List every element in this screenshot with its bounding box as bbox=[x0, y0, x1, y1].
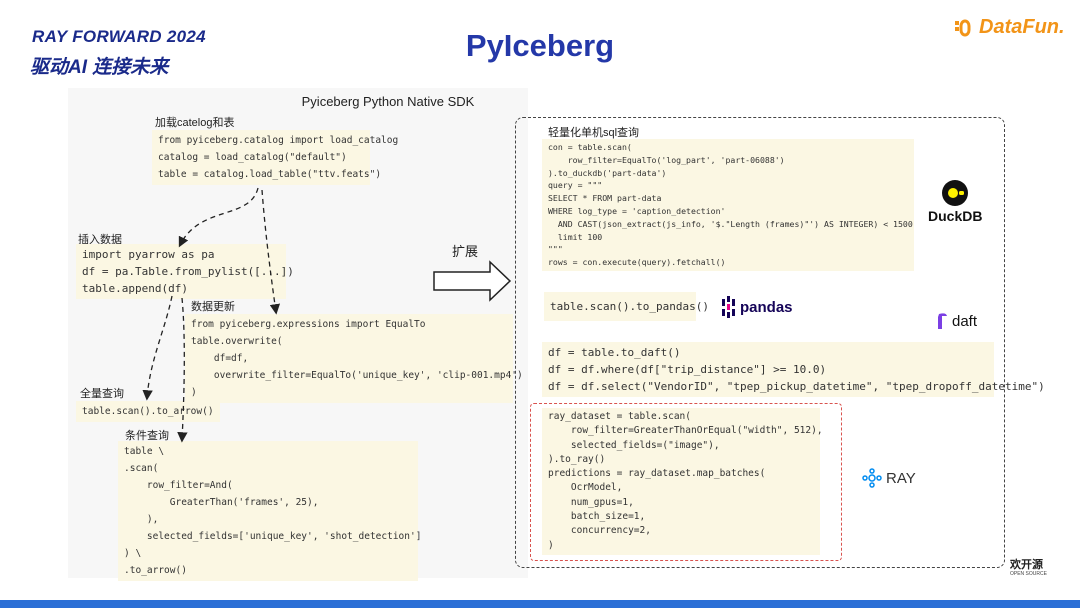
bottom-bar bbox=[0, 600, 1080, 608]
load-catalog-code: from pyiceberg.catalog import load_catal… bbox=[152, 130, 398, 185]
update-data-code: from pyiceberg.expressions import EqualT… bbox=[185, 314, 523, 403]
arrow-to-update bbox=[261, 189, 281, 315]
pandas-brand: pandas bbox=[722, 296, 793, 318]
load-catalog-label: 加载catelog和表 bbox=[155, 117, 235, 129]
full-scan-label: 全量查询 bbox=[80, 388, 124, 400]
daft-brand: daft bbox=[936, 312, 977, 330]
ray-icon bbox=[862, 468, 882, 488]
ray-highlight-box bbox=[530, 403, 842, 561]
pandas-icon bbox=[722, 296, 735, 318]
daft-code: df = table.to_daft() df = df.where(df["t… bbox=[542, 342, 1045, 397]
logo-text: DataFun. bbox=[979, 16, 1065, 38]
duckdb-code: con = table.scan( row_filter=EqualTo('lo… bbox=[542, 139, 914, 271]
page-title: PyIceberg bbox=[465, 28, 615, 63]
ray-label: RAY bbox=[886, 469, 916, 487]
update-data-label: 数据更新 bbox=[191, 301, 235, 313]
sql-query-label: 轻量化单机sql查询 bbox=[548, 127, 640, 139]
pandas-label: pandas bbox=[740, 298, 793, 316]
daft-icon bbox=[938, 313, 947, 329]
daft-label: daft bbox=[952, 312, 978, 330]
duckdb-label: DuckDB bbox=[928, 208, 983, 224]
duckdb-brand: DuckDB bbox=[928, 180, 982, 224]
arrow-to-fullscan bbox=[142, 295, 173, 401]
cond-scan-label: 条件查询 bbox=[125, 430, 169, 442]
event-subtitle: 驱动AI 连接未来 bbox=[30, 57, 169, 78]
corner-text: 欢开源 bbox=[1010, 559, 1043, 571]
datafun-logo-icon bbox=[955, 19, 971, 36]
integration-box bbox=[515, 117, 1005, 568]
event-title: RAY FORWARD 2024 bbox=[32, 27, 206, 46]
ray-brand: RAY bbox=[862, 468, 916, 488]
extend-label: 扩展 bbox=[452, 244, 479, 259]
cond-scan-code: table \ .scan( row_filter=And( GreaterTh… bbox=[118, 441, 421, 581]
insert-data-code: import pyarrow as pa df = pa.Table.from_… bbox=[76, 244, 294, 299]
arrow-to-insert bbox=[178, 187, 259, 248]
corner-subtext: OPEN SOURCE bbox=[1010, 571, 1047, 577]
pandas-code: table.scan().to_pandas() bbox=[544, 292, 709, 321]
datafun-logo: DataFun. bbox=[955, 16, 1065, 39]
sdk-title: Pyiceberg Python Native SDK bbox=[301, 94, 475, 109]
duckdb-icon bbox=[942, 180, 969, 206]
arrow-to-condscan bbox=[177, 297, 188, 443]
ray-code: ray_dataset = table.scan( row_filter=Gre… bbox=[542, 408, 823, 555]
insert-data-label: 插入数据 bbox=[78, 234, 122, 246]
extend-arrow bbox=[433, 260, 512, 302]
